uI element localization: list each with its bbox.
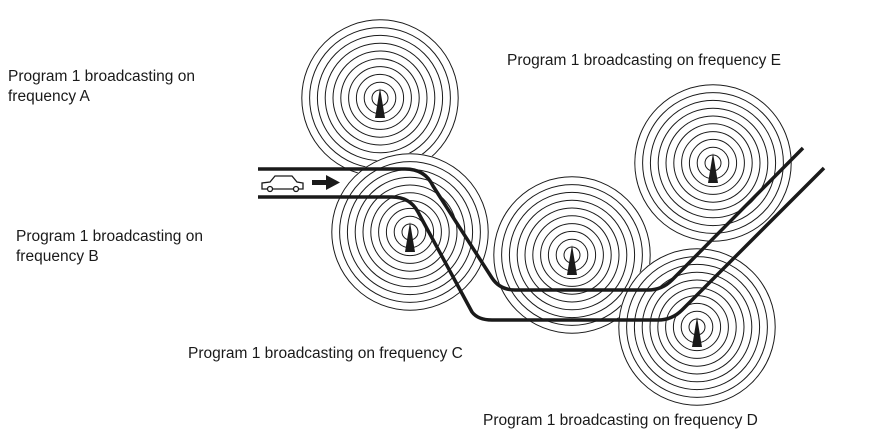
coverage-ring [540, 223, 604, 287]
label-frequency-b: Program 1 broadcasting on frequency B [16, 228, 203, 265]
coverage-ring [649, 99, 777, 227]
antenna-icon [567, 245, 577, 275]
antenna-icon [708, 153, 718, 183]
coverage-ring [681, 131, 745, 195]
label-frequency-c: Program 1 broadcasting on frequency C [188, 345, 463, 362]
road [258, 146, 826, 322]
coverage-ring [649, 279, 745, 375]
coverage-ring [508, 191, 636, 319]
coverage-ring [657, 107, 769, 219]
coverage-ring [385, 207, 435, 257]
coverage-ring [634, 84, 792, 242]
coverage-ring [688, 138, 738, 188]
label-frequency-d: Program 1 broadcasting on frequency D [483, 412, 758, 429]
coverage-ring [673, 123, 753, 203]
coverage-ring [672, 302, 722, 352]
coverage-ring [331, 153, 489, 311]
coverage-ring [524, 207, 620, 303]
arrow-right-icon [312, 175, 340, 190]
coverage-ring [340, 58, 420, 138]
road-edge-upper [258, 146, 805, 292]
coverage-ring [348, 66, 412, 130]
coverage-ring [532, 215, 612, 295]
coverage-ring [501, 184, 643, 326]
coverage-ring [354, 176, 466, 288]
coverage-ring [618, 248, 776, 406]
coverage-ring [355, 73, 405, 123]
road-edge-lower [258, 166, 826, 322]
coverage-ring [362, 184, 458, 280]
coverage-ring [633, 263, 761, 391]
coverage-ring [324, 42, 436, 154]
antenna-icon [405, 222, 415, 252]
antenna-icon [692, 317, 702, 347]
car-icon [261, 175, 304, 193]
label-frequency-a: Program 1 broadcasting on frequency A [8, 68, 195, 105]
coverage-ring [370, 192, 450, 272]
coverage-ring [642, 92, 784, 234]
coverage-ring [547, 230, 597, 280]
antennas [375, 88, 718, 347]
coverage-ring [332, 50, 428, 146]
coverage-ring [493, 176, 651, 334]
coverage-ring [339, 161, 481, 303]
coverage-ring [641, 271, 753, 383]
antenna-icon [375, 88, 385, 118]
coverage-ring [657, 287, 737, 367]
label-frequency-e: Program 1 broadcasting on frequency E [507, 52, 781, 69]
coverage-ring [665, 115, 761, 211]
coverage-ring [516, 199, 628, 311]
